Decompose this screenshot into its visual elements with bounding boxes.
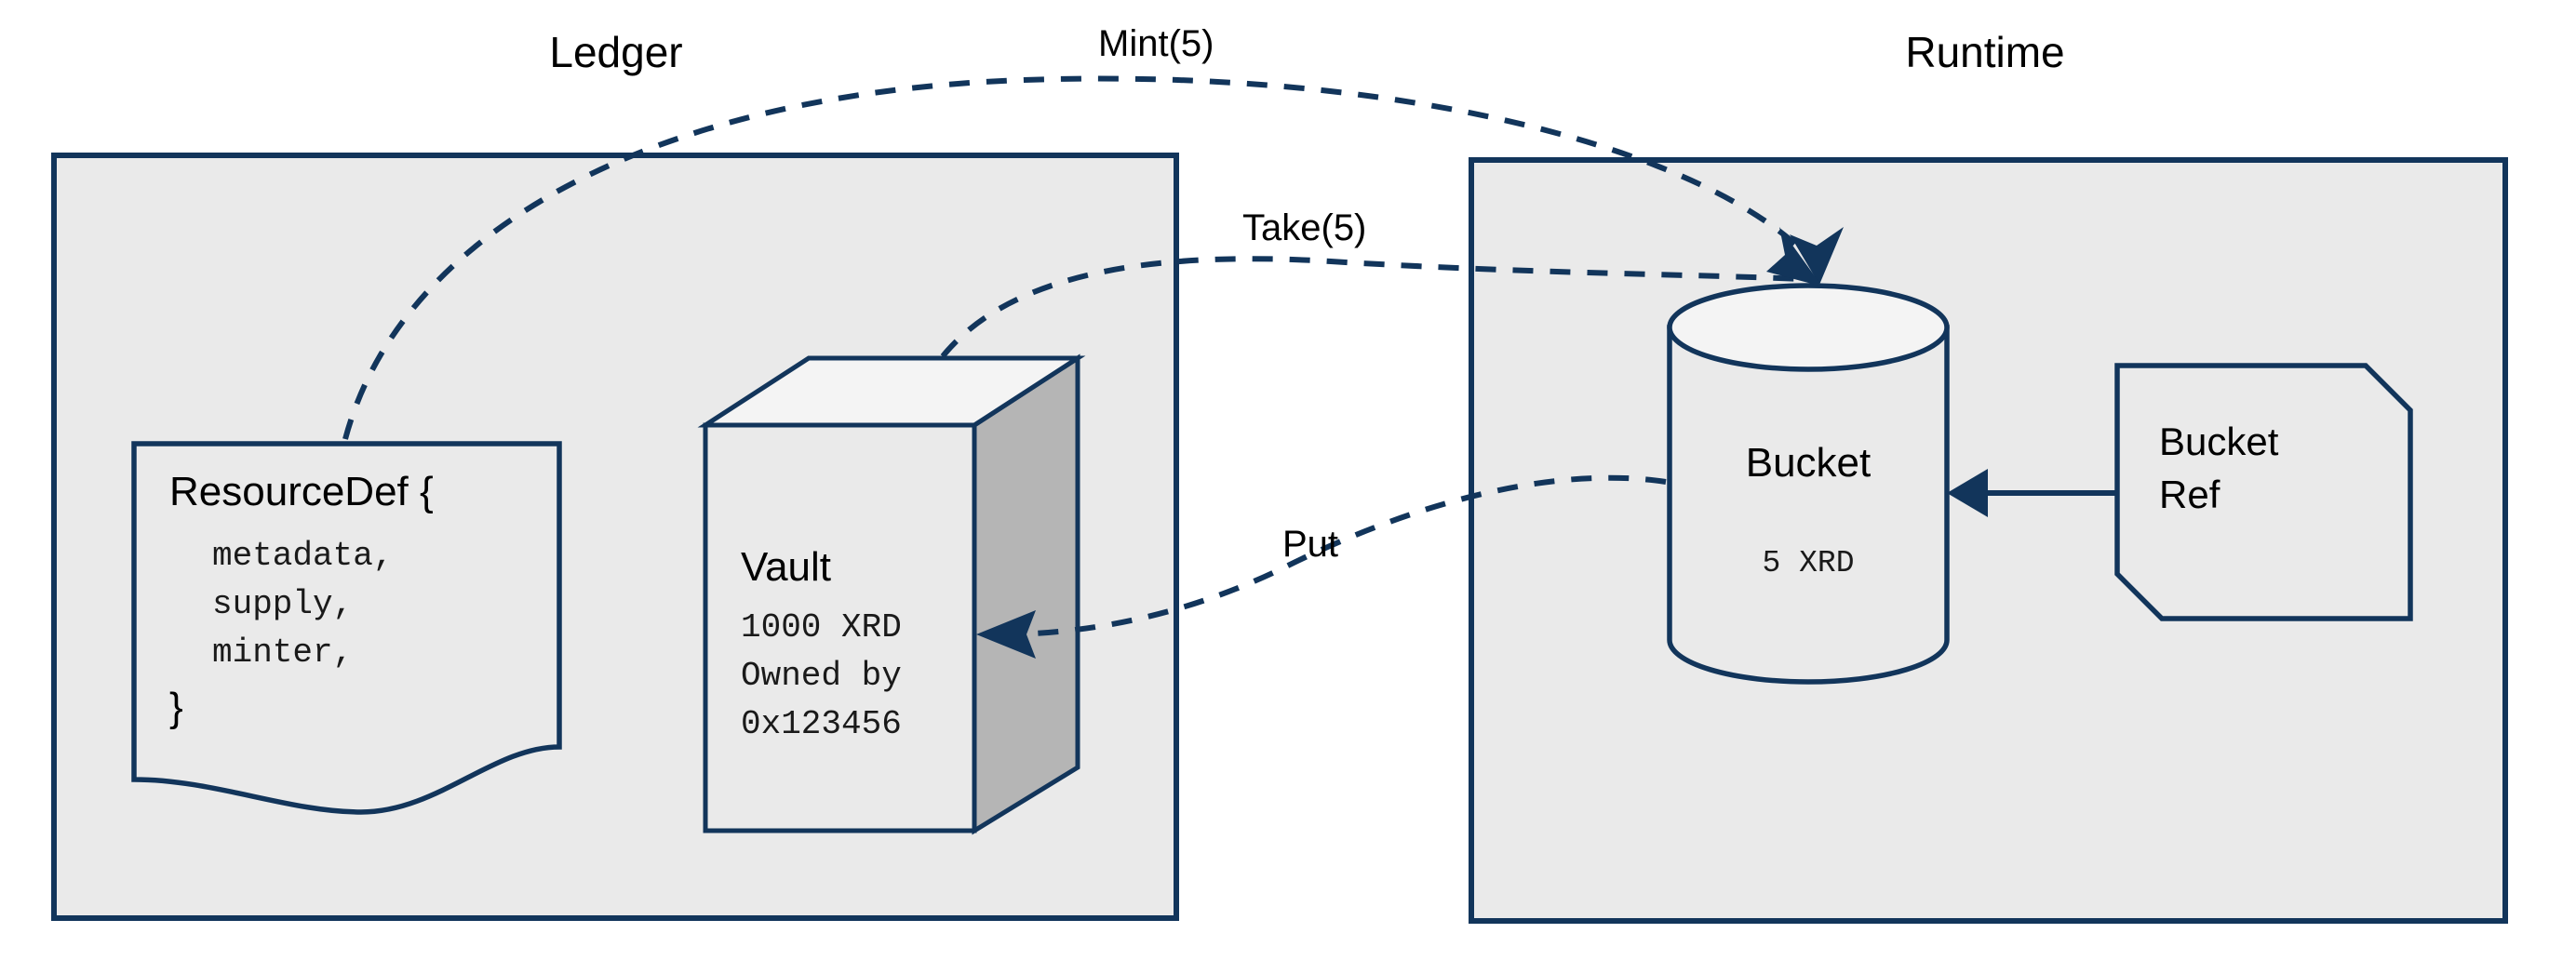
bucket-amount: 5 XRD [1762,546,1854,580]
edge-take-label: Take(5) [1242,207,1366,248]
edge-mint-path [342,75,1818,440]
node-resource-def[interactable]: ResourceDef { metadata, supply, minter, … [131,441,562,815]
edge-bucket-ref[interactable] [1947,469,2117,517]
edge-put-label: Put [1282,524,1338,565]
edge-take-path [940,256,1802,358]
node-bucket[interactable]: Bucket 5 XRD [1667,283,1950,685]
bucket-body [1667,325,1950,685]
resource-def-shape [131,441,562,815]
edge-put-path [1009,474,1667,637]
bucket-top-ellipse [1667,283,1950,372]
edge-take[interactable]: Take(5) [940,207,1822,358]
edge-mint[interactable]: Mint(5) [342,23,1844,440]
bucket-ref-shape [2114,363,2413,621]
node-vault[interactable]: Vault 1000 XRD Owned by 0x123456 [697,353,1086,835]
vault-line-owner-address: 0x123456 [741,705,902,743]
resource-def-closer: } [169,685,183,730]
bucket-ref-line-1: Bucket [2159,420,2279,463]
bucket-title: Bucket [1746,440,1872,486]
resource-def-field-metadata: metadata, [212,537,393,575]
panel-title-runtime: Runtime [1905,28,2064,76]
resource-def-field-minter: minter, [212,633,353,672]
edge-mint-arrowhead [1790,227,1844,285]
resource-def-header: ResourceDef { [169,469,434,514]
edge-put[interactable]: Put [976,474,1667,659]
edge-mint-label: Mint(5) [1098,23,1214,64]
panel-title-ledger: Ledger [549,28,682,76]
vault-line-amount: 1000 XRD [741,608,902,646]
vault-title: Vault [741,544,831,590]
vault-line-owner-label: Owned by [741,657,902,695]
edge-bucket-ref-arrowhead [1947,469,1988,517]
node-bucket-ref[interactable]: Bucket Ref [2114,363,2413,621]
bucket-ref-line-2: Ref [2159,473,2220,516]
vault-side-face [972,353,1080,835]
resource-def-field-supply: supply, [212,585,353,623]
edge-take-arrowhead [1766,227,1822,287]
vault-front-face [703,422,977,833]
edge-put-arrowhead [976,610,1036,659]
